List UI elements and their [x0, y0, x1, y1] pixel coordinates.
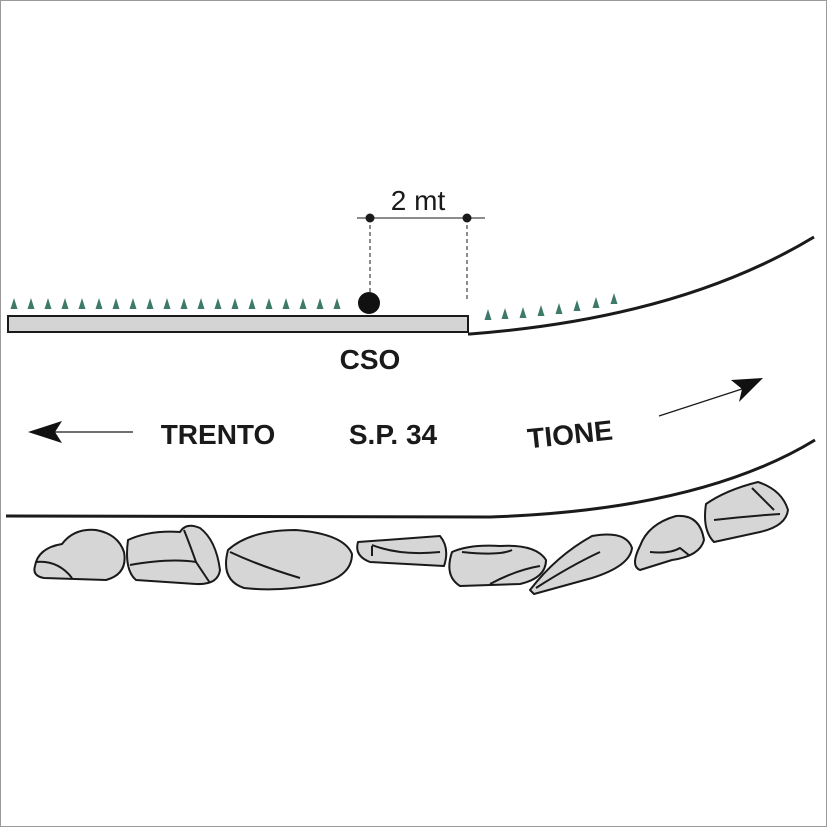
grass-tuft — [573, 300, 581, 311]
grass-tuft — [44, 298, 52, 309]
rock — [634, 514, 705, 571]
grass-tuft — [610, 293, 618, 304]
grass-tuft — [484, 309, 492, 320]
right-destination-label: TIONE — [526, 415, 614, 455]
rock — [356, 535, 448, 567]
rock — [704, 481, 789, 543]
grass-tuft — [537, 305, 545, 316]
grass-tuft — [95, 298, 103, 309]
rock — [448, 544, 547, 587]
grass-tuft — [27, 298, 35, 309]
arrow-left-icon — [28, 421, 133, 443]
rock — [33, 528, 126, 581]
grass-tuft — [214, 298, 222, 309]
site-marker — [358, 292, 380, 314]
arrow-right-icon — [658, 378, 763, 417]
grass-tuft — [555, 303, 563, 314]
grass-right — [484, 293, 618, 320]
grass-tuft — [592, 297, 600, 308]
riprap-rocks — [33, 481, 789, 595]
rock — [126, 524, 221, 586]
grass-tuft — [78, 298, 86, 309]
site-label: CSO — [340, 344, 401, 375]
road-edge-lower — [5, 438, 816, 519]
grass-tuft — [265, 298, 273, 309]
grass-left — [10, 298, 341, 309]
grass-tuft — [316, 298, 324, 309]
rock — [225, 529, 353, 591]
distance-label: 2 mt — [391, 185, 446, 216]
grass-tuft — [197, 298, 205, 309]
grass-tuft — [248, 298, 256, 309]
grass-tuft — [333, 298, 341, 309]
grass-tuft — [501, 308, 509, 319]
grass-tuft — [112, 298, 120, 309]
road-edge-upper — [468, 235, 815, 336]
grass-tuft — [519, 307, 527, 318]
grass-tuft — [10, 298, 18, 309]
grass-tuft — [61, 298, 69, 309]
left-destination-label: TRENTO — [161, 419, 276, 450]
rock — [529, 533, 633, 595]
grass-tuft — [180, 298, 188, 309]
grass-tuft — [146, 298, 154, 309]
distance-dimension — [357, 213, 485, 300]
grass-tuft — [129, 298, 137, 309]
road-name-label: S.P. 34 — [349, 419, 438, 450]
grass-tuft — [231, 298, 239, 309]
grass-tuft — [163, 298, 171, 309]
grass-tuft — [299, 298, 307, 309]
grass-tuft — [282, 298, 290, 309]
sidewalk-strip — [7, 315, 469, 333]
